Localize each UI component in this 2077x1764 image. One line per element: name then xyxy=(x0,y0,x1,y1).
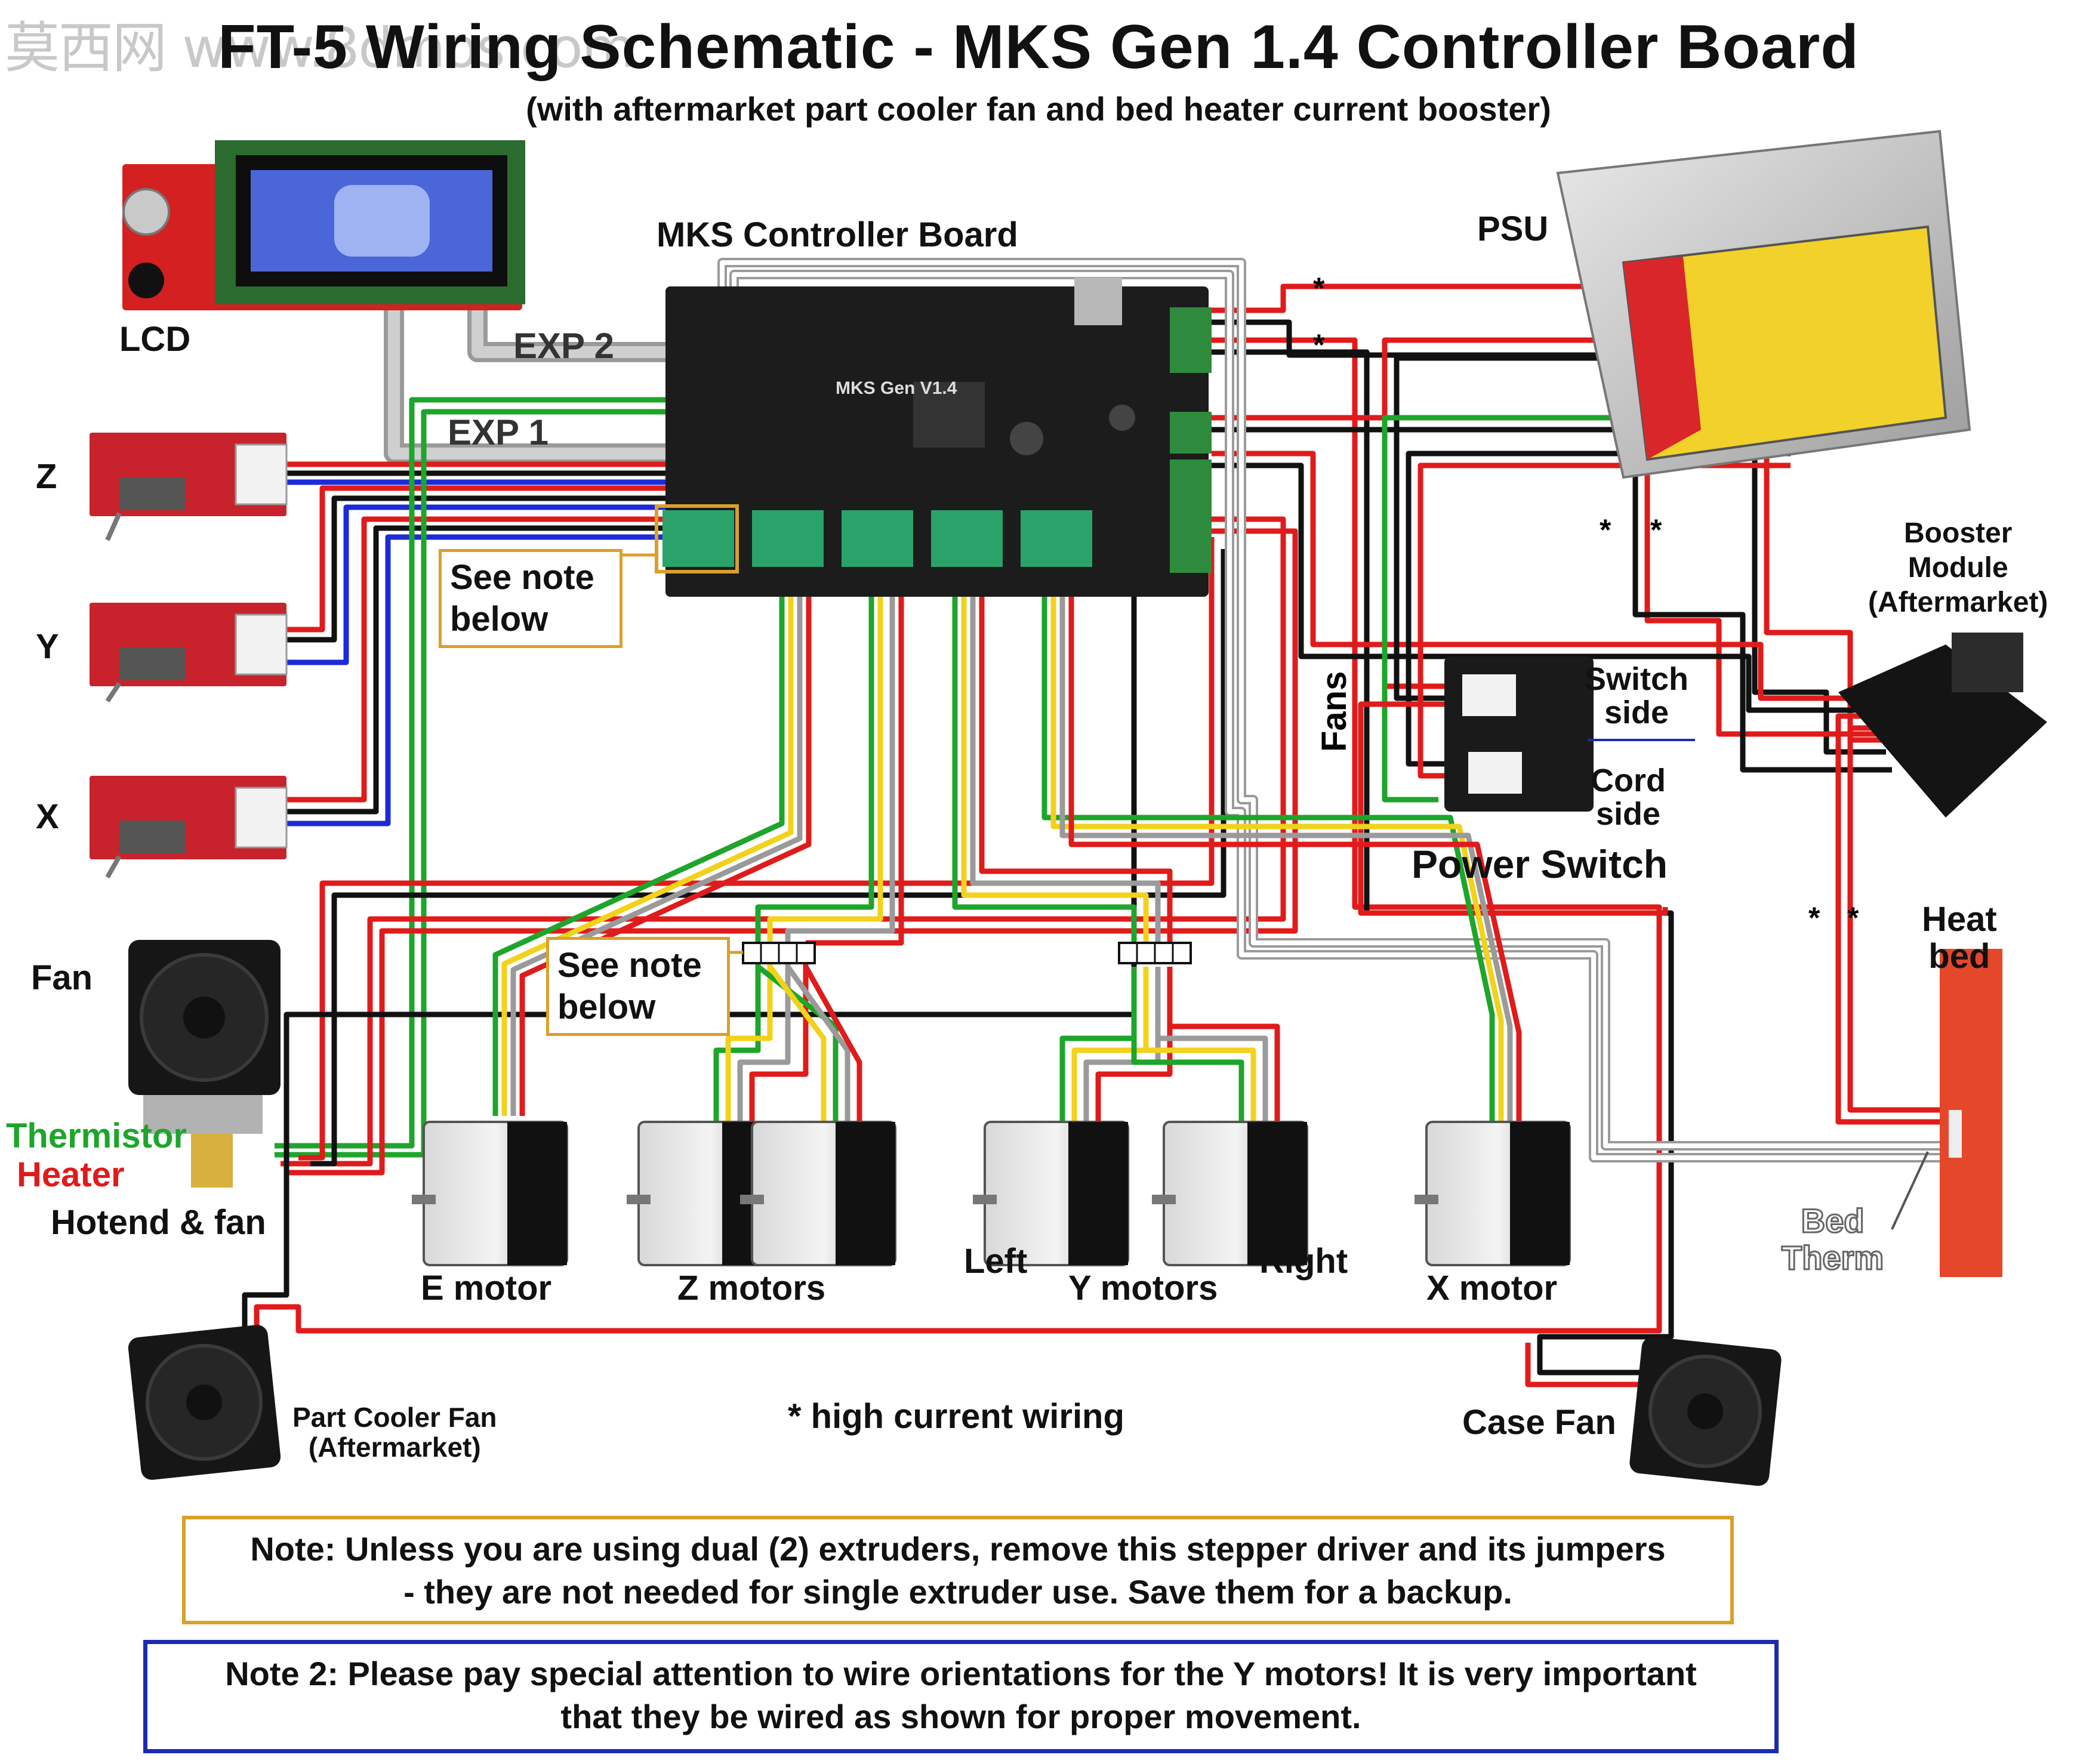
e-motor xyxy=(412,1121,568,1266)
booster-label: Booster Module (Aftermarket) xyxy=(1868,517,2048,618)
heater-label: Heater xyxy=(17,1155,125,1194)
y-motor-right xyxy=(1152,1121,1308,1266)
note-1-box: Note: Unless you are using dual (2) extr… xyxy=(182,1516,1734,1624)
bed-therm-pointer xyxy=(1891,1151,1929,1230)
bed-therm-label: Bed Therm xyxy=(1780,1201,1884,1277)
board-silkscreen: MKS Gen V1.4 xyxy=(836,378,957,398)
e-motor-label: E motor xyxy=(421,1269,552,1307)
power-switch xyxy=(1444,656,1594,812)
mks-controller-board: MKS Gen V1.4 xyxy=(655,277,1212,597)
star-marker: * xyxy=(1313,328,1325,362)
part-cooler-label: Part Cooler Fan (Aftermarket) xyxy=(292,1402,497,1463)
cord-side-label: Cord side xyxy=(1591,763,1666,832)
exp2-label: EXP 2 xyxy=(513,326,614,366)
fans-label: Fans xyxy=(1315,671,1354,752)
diagram-subtitle: (with aftermarket part cooler fan and be… xyxy=(526,90,1551,128)
see-note-box-1: See note below xyxy=(439,549,623,648)
case-fan xyxy=(1629,1337,1782,1486)
controller-label: MKS Controller Board xyxy=(657,215,1018,254)
power-switch-label: Power Switch xyxy=(1412,842,1668,886)
note-2-line-2: that they be wired as shown for proper m… xyxy=(560,1698,1361,1735)
endstop-x xyxy=(90,776,288,878)
case-fan-label: Case Fan xyxy=(1462,1403,1616,1442)
y-endstop-label: Y xyxy=(36,627,59,666)
hotend-fan xyxy=(128,940,281,1188)
star-marker: * xyxy=(1650,513,1662,547)
note-1-line-2: - they are not needed for single extrude… xyxy=(403,1573,1512,1611)
exp1-label: EXP 1 xyxy=(448,412,548,452)
endstop-y xyxy=(90,603,288,703)
note-2-line-1: Note 2: Please pay special attention to … xyxy=(225,1655,1697,1692)
psu xyxy=(1556,129,1971,479)
hotend-label: Hotend & fan xyxy=(51,1203,266,1242)
y-right-label: Right xyxy=(1259,1242,1348,1281)
x-endstop-label: X xyxy=(36,797,59,836)
motor-connector-z xyxy=(742,942,816,964)
heat-bed-label: Heat bed xyxy=(1922,900,1997,976)
z-motors-label: Z motors xyxy=(677,1269,826,1307)
y-left-label: Left xyxy=(964,1242,1028,1281)
lcd-module xyxy=(122,140,525,310)
note-1-line-1: Note: Unless you are using dual (2) extr… xyxy=(250,1530,1666,1568)
star-marker: * xyxy=(1808,901,1820,935)
watermark-text: 莫西网 www.8dmos.com xyxy=(5,16,635,80)
y-motor-left xyxy=(973,1121,1129,1266)
star-marker: * xyxy=(1600,513,1611,547)
diagram-title: FT-5 Wiring Schematic - MKS Gen 1.4 Cont… xyxy=(218,13,1859,82)
endstop-z xyxy=(90,433,288,541)
see-note-box-2: See note below xyxy=(546,937,730,1036)
star-marker: * xyxy=(1847,901,1859,935)
x-motor xyxy=(1415,1121,1571,1266)
high-current-legend: * high current wiring xyxy=(788,1397,1124,1436)
x-motor-label: X motor xyxy=(1426,1269,1558,1307)
z-motor-right xyxy=(740,1121,896,1266)
z-endstop-label: Z xyxy=(36,457,57,496)
heat-bed xyxy=(1940,949,2002,1277)
thermistor-label: Thermistor xyxy=(6,1117,187,1155)
lcd-label: LCD xyxy=(119,320,191,359)
switch-side-label: Switch side xyxy=(1585,661,1689,730)
motor-connector-y xyxy=(1118,942,1192,964)
booster-module xyxy=(1838,633,2047,818)
note-2-box: Note 2: Please pay special attention to … xyxy=(143,1640,1779,1753)
psu-label: PSU xyxy=(1477,209,1549,248)
y-motors-label: Y motors xyxy=(1068,1269,1218,1307)
part-cooler-fan xyxy=(128,1325,281,1480)
fan-label: Fan xyxy=(31,958,93,997)
star-marker: * xyxy=(1313,272,1325,305)
